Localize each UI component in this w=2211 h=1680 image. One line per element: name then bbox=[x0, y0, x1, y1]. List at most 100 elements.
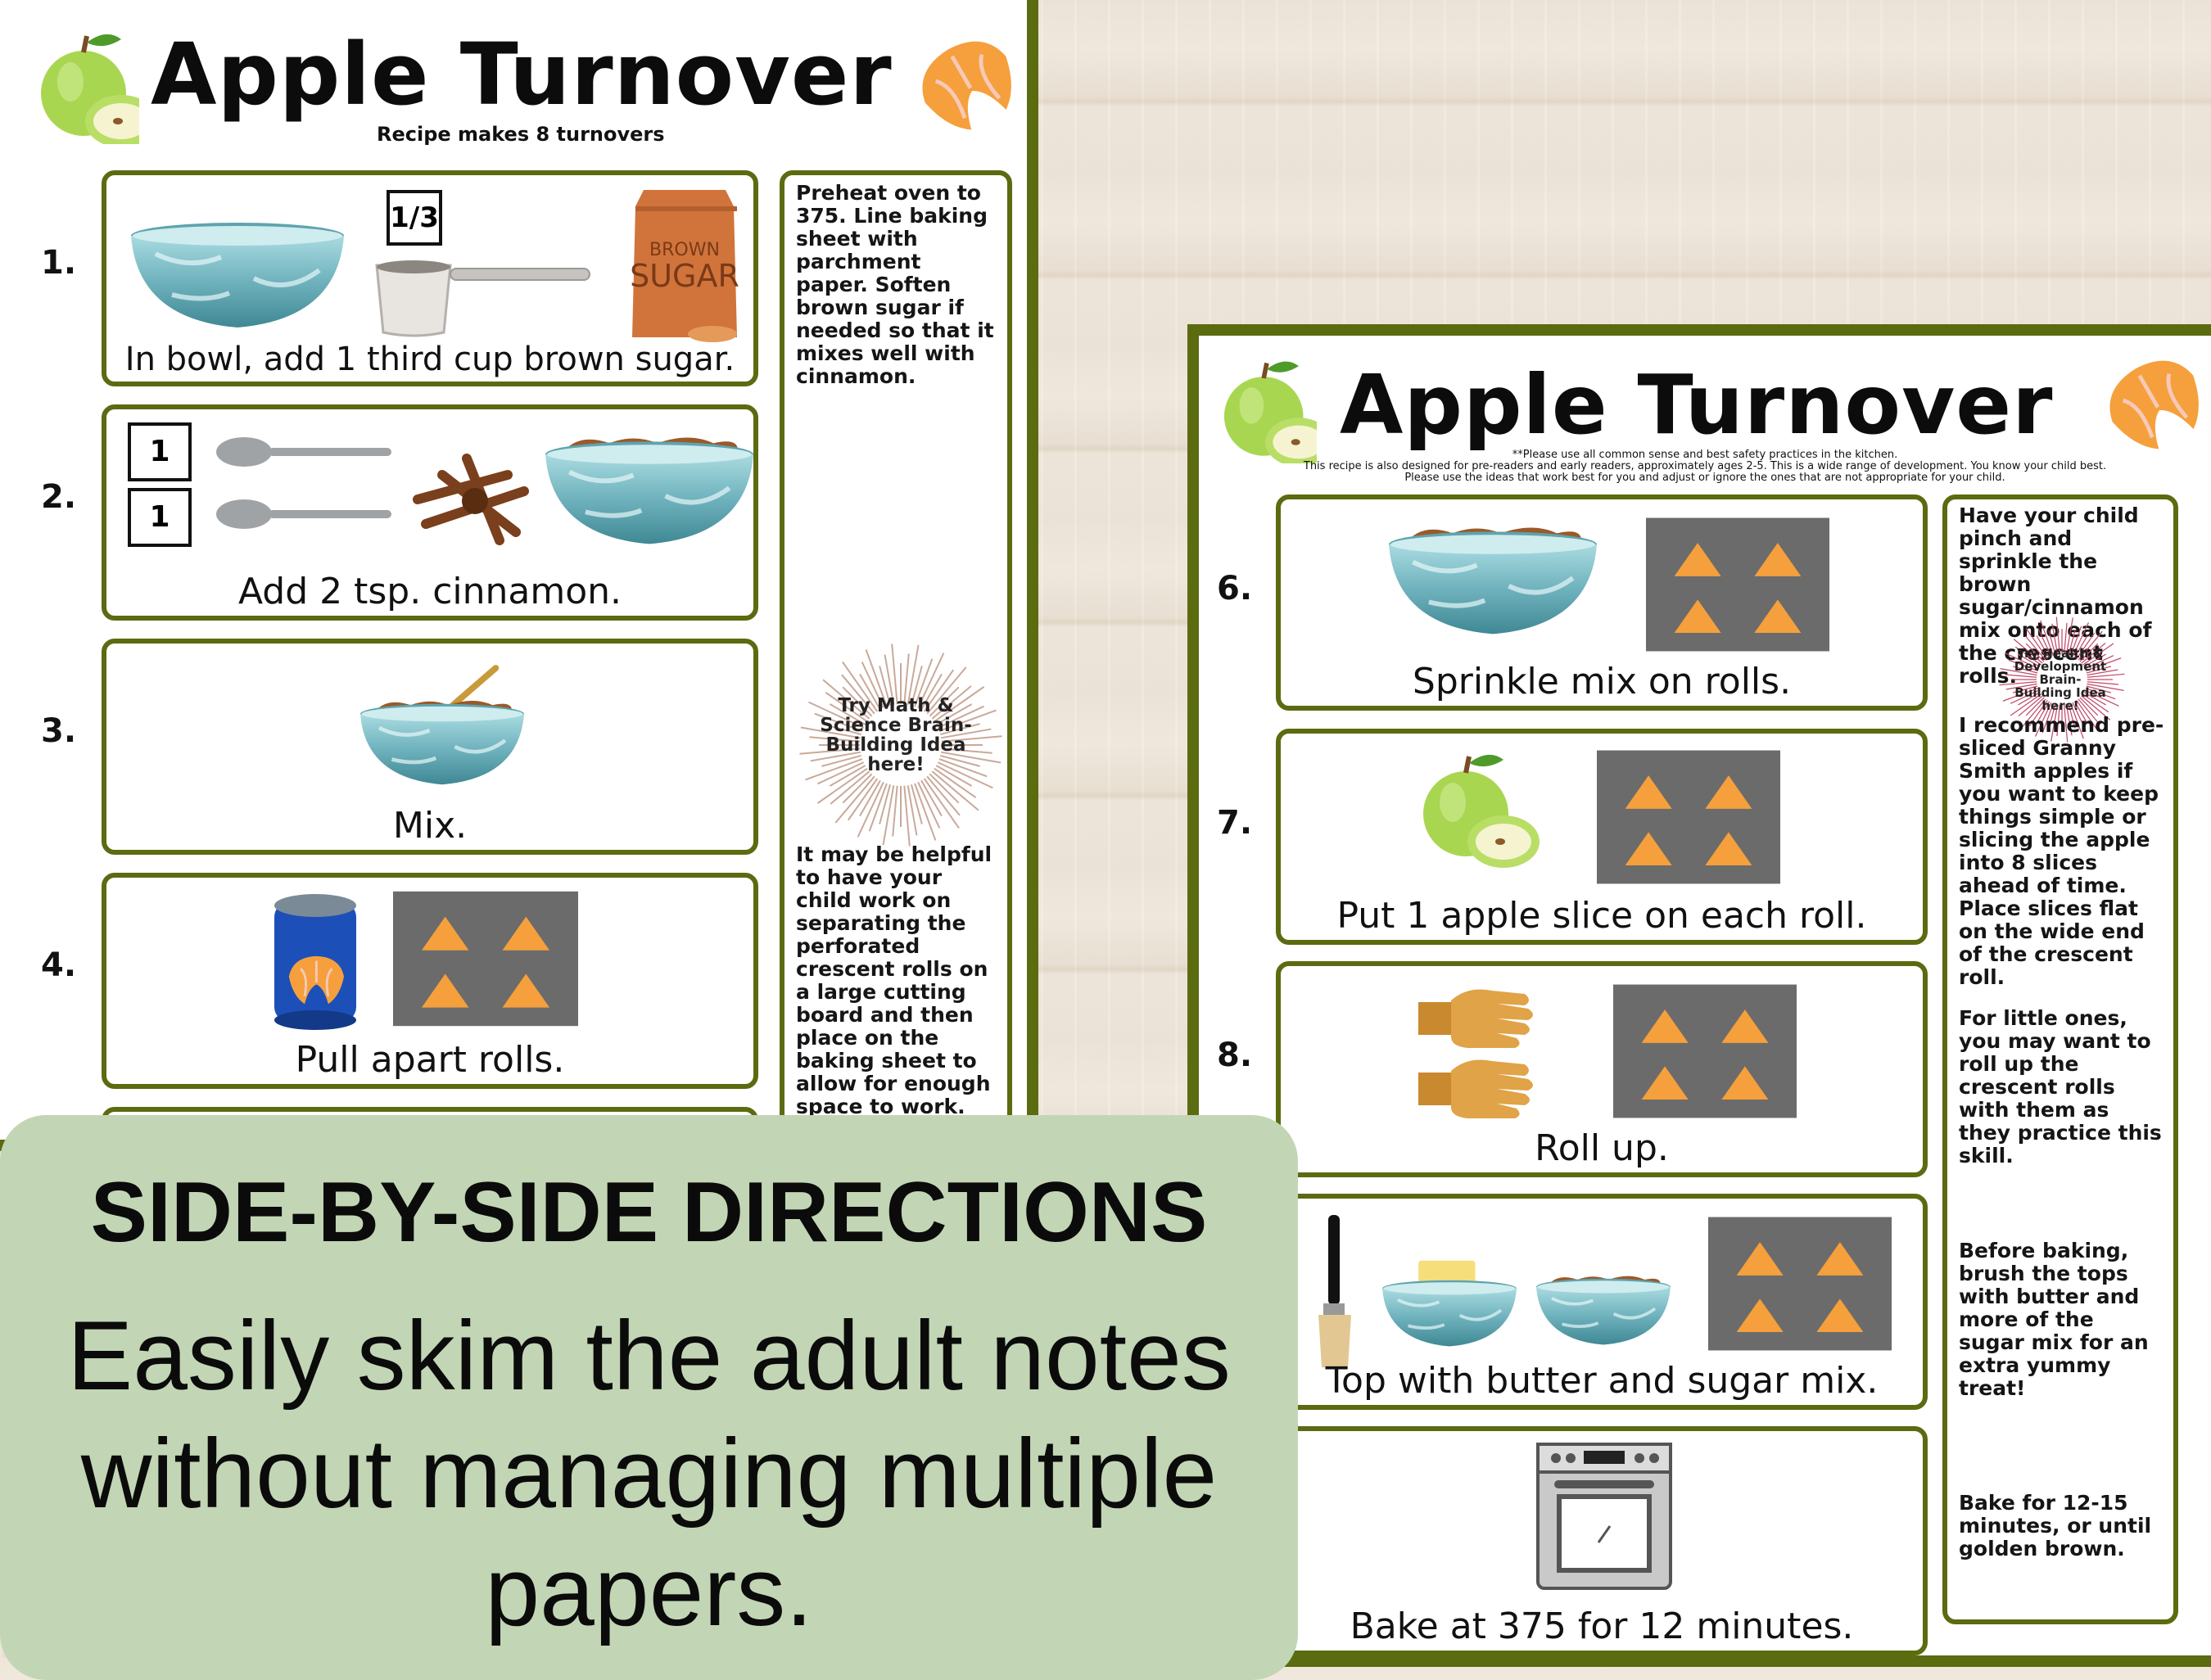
recipe-page-right: Apple Turnover **Please use all common s… bbox=[1187, 324, 2211, 1667]
recipe-page-left: Apple Turnover Recipe makes 8 turnovers … bbox=[0, 0, 1038, 1205]
starburst-ray bbox=[2055, 616, 2060, 655]
starburst-ray bbox=[2048, 630, 2056, 656]
starburst-ray bbox=[2078, 630, 2103, 661]
starburst-ray bbox=[891, 644, 898, 705]
starburst-ray bbox=[937, 705, 984, 729]
starburst-ray bbox=[2013, 666, 2038, 674]
starburst-ray bbox=[920, 673, 943, 711]
starburst-ray bbox=[907, 785, 918, 836]
starburst-ray bbox=[903, 785, 911, 847]
starburst-ray bbox=[842, 661, 879, 712]
starburst-ray bbox=[805, 758, 863, 781]
step-card: Top with butter and sugar mix. bbox=[1276, 1194, 1928, 1410]
starburst-ray bbox=[910, 666, 923, 706]
starburst-ray bbox=[861, 662, 884, 709]
brown-sugar-bag-icon: BROWN SUGAR bbox=[630, 190, 739, 342]
starburst-ray bbox=[2013, 639, 2043, 664]
starburst-ray bbox=[2008, 659, 2039, 671]
starburst-ray bbox=[2068, 703, 2076, 729]
starburst-ray bbox=[830, 770, 870, 805]
starburst-ray bbox=[859, 673, 881, 711]
step-card: Mix. bbox=[102, 639, 758, 855]
starburst-ray bbox=[2018, 695, 2043, 717]
starburst-ray bbox=[2036, 635, 2050, 658]
starburst-ray bbox=[935, 703, 973, 725]
starburst-ray bbox=[937, 761, 993, 789]
starburst-ray bbox=[834, 775, 875, 824]
starburst-ray bbox=[2040, 620, 2054, 657]
starburst-ray bbox=[931, 685, 972, 720]
step-caption: Mix. bbox=[392, 805, 468, 847]
starburst-ray bbox=[2086, 685, 2111, 693]
step-card: 1/3 BROWN SUGAR In bowl, add 1 third cup… bbox=[102, 170, 758, 386]
starburst-ray bbox=[2083, 691, 2106, 706]
starburst-ray bbox=[938, 709, 997, 732]
starburst-ray bbox=[2070, 625, 2082, 657]
count-box: 1 bbox=[128, 422, 192, 481]
starburst-ray bbox=[821, 754, 861, 767]
starburst-ray bbox=[934, 686, 985, 723]
starburst-ray bbox=[910, 784, 923, 824]
starburst-ray bbox=[842, 773, 873, 804]
step-caption: Add 2 tsp. cinnamon. bbox=[237, 571, 622, 612]
starburst-ray bbox=[923, 669, 955, 712]
safety-notice: **Please use all common sense and best s… bbox=[1512, 449, 1898, 461]
brain-building-badge: Try Math & Science Brain-Building Idea h… bbox=[820, 695, 972, 775]
starburst-ray bbox=[2048, 703, 2056, 729]
step-caption: Pull apart rolls. bbox=[295, 1039, 565, 1081]
adult-note: Preheat oven to 375. Line baking sheet w… bbox=[796, 181, 994, 388]
adult-note: Bake for 12-15 minutes, or until golden … bbox=[1959, 1491, 2152, 1560]
step-card: Bake at 375 for 12 minutes. bbox=[1276, 1426, 1928, 1655]
starburst-ray bbox=[2013, 685, 2038, 693]
brain-building-badge: Try Health & Development Brain-Building … bbox=[2014, 646, 2107, 713]
starburst-ray bbox=[2064, 704, 2069, 743]
starburst-ray bbox=[2078, 698, 2100, 724]
step-card: Pull apart rolls. bbox=[102, 873, 758, 1089]
starburst-ray bbox=[2000, 668, 2037, 676]
feature-callout: SIDE-BY-SIDE DIRECTIONS Easily skim the … bbox=[0, 1115, 1298, 1680]
starburst-ray bbox=[2005, 652, 2040, 670]
baking-tray-icon bbox=[393, 891, 578, 1027]
starburst-ray bbox=[2065, 704, 2073, 736]
callout-body: Easily skim the adult notes without mana… bbox=[67, 1301, 1231, 1646]
starburst-ray bbox=[2025, 697, 2045, 716]
starburst-ray bbox=[926, 775, 961, 816]
page-title: Apple Turnover bbox=[1340, 357, 2054, 453]
starburst-ray bbox=[800, 726, 861, 739]
apple-logo-icon bbox=[33, 29, 139, 144]
starburst-ray bbox=[2065, 617, 2073, 655]
starburst-ray bbox=[865, 649, 888, 707]
starburst-ray bbox=[2010, 693, 2042, 716]
starburst-ray bbox=[2079, 643, 2099, 662]
starburst-ray bbox=[2037, 627, 2052, 657]
step-number: 2. bbox=[41, 478, 77, 516]
oven-icon bbox=[1536, 1443, 1672, 1590]
teaspoon-icon bbox=[216, 437, 391, 467]
starburst-ray bbox=[2072, 702, 2087, 732]
apple-logo-icon bbox=[1215, 357, 1317, 463]
measuring-cup-icon bbox=[375, 260, 590, 337]
starburst-ray bbox=[2082, 643, 2114, 666]
starburst-ray bbox=[2087, 673, 2125, 678]
starburst-ray bbox=[2010, 689, 2040, 704]
starburst-ray bbox=[2025, 627, 2048, 660]
starburst-ray bbox=[941, 728, 992, 739]
step-number: 4. bbox=[41, 946, 77, 984]
starburst-ray bbox=[822, 679, 870, 720]
starburst-ray bbox=[907, 644, 920, 705]
baking-tray-icon bbox=[1613, 984, 1797, 1118]
step-caption: Roll up. bbox=[1535, 1127, 1669, 1169]
starburst-ray bbox=[938, 758, 988, 778]
bowl-with-sugar-icon bbox=[1389, 516, 1597, 642]
starburst-ray bbox=[814, 712, 863, 732]
callout-heading: SIDE-BY-SIDE DIRECTIONS bbox=[90, 1165, 1208, 1260]
starburst-ray bbox=[2082, 693, 2109, 713]
starburst-ray bbox=[2068, 630, 2076, 656]
step-caption: Put 1 apple slice on each roll. bbox=[1336, 895, 1867, 937]
starburst-ray bbox=[868, 783, 888, 832]
step-card: Roll up. bbox=[1276, 961, 1928, 1177]
starburst-ray bbox=[934, 767, 977, 799]
starburst-ray bbox=[810, 751, 861, 762]
adult-notes-column: Preheat oven to 375. Line baking sheet w… bbox=[780, 170, 1012, 1194]
bag-label: BROWN bbox=[649, 240, 720, 260]
